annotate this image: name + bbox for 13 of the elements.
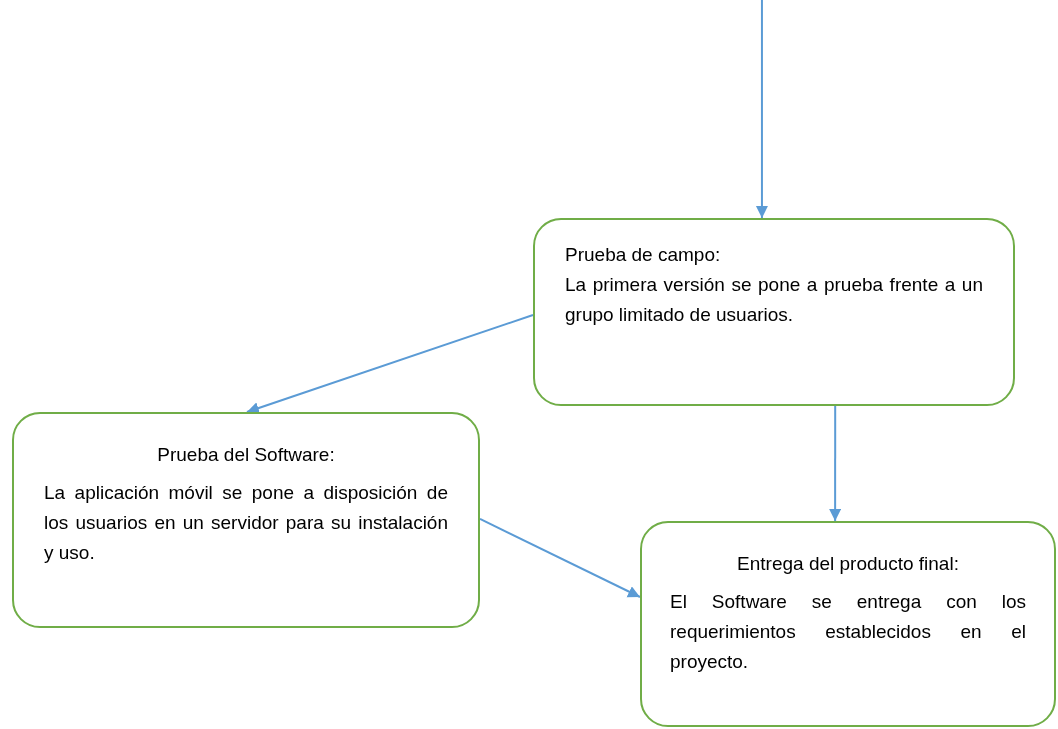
arrow (479, 517, 641, 598)
arrow (245, 314, 534, 414)
box-heading: Prueba del Software: (156, 443, 336, 467)
box-heading: Entrega del producto final: (736, 552, 960, 576)
box-text: La aplicación móvil se pone a disposición de los usuarios en un servidor para su instalación y uso. (44, 481, 448, 565)
process-box (533, 218, 1015, 406)
box-text: El Software se entrega con los requerimientos establecidos en el proyecto. (670, 590, 1026, 674)
arrow (829, 405, 842, 522)
process-box (640, 521, 1056, 727)
box-text: La primera versión se pone a prueba frente a un grupo limitado de usuarios. (565, 273, 983, 327)
process-box (12, 412, 480, 628)
box-heading: Prueba de campo: (565, 243, 722, 267)
arrow (755, 0, 768, 219)
